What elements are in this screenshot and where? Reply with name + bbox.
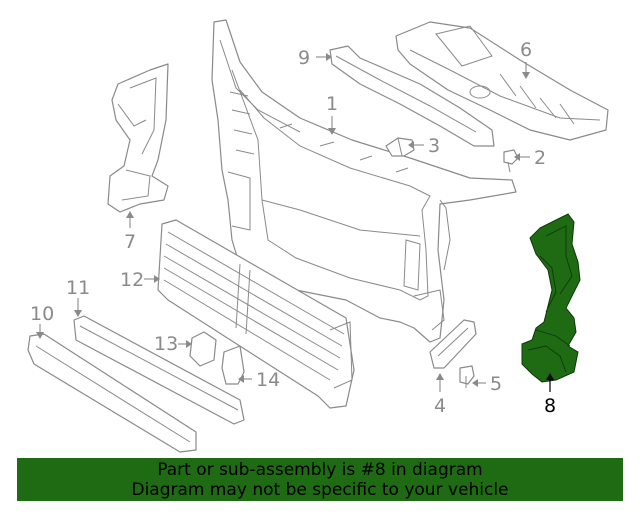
callout-14: 14 — [238, 369, 280, 391]
part-6-upper-cover — [395, 21, 609, 141]
part-2-bolt — [503, 149, 519, 173]
svg-text:6: 6 — [520, 39, 532, 61]
svg-text:8: 8 — [544, 395, 556, 417]
callout-13: 13 — [154, 333, 192, 355]
part-3-clip — [385, 137, 415, 157]
part-11-trim-strip — [73, 315, 245, 425]
part-1-radiator-support — [211, 19, 517, 343]
svg-text:5: 5 — [490, 373, 502, 395]
part-4-side-bracket — [429, 319, 477, 369]
banner-line-1: Part or sub-assembly is #8 in diagram — [157, 460, 483, 480]
part-10-lower-beam — [27, 333, 197, 453]
callout-6: 6 — [520, 39, 532, 79]
callout-3: 3 — [408, 135, 440, 157]
banner-line-2: Diagram may not be specific to your vehi… — [131, 480, 509, 500]
svg-text:3: 3 — [428, 135, 440, 157]
callout-12: 12 — [120, 269, 160, 291]
svg-text:7: 7 — [124, 231, 136, 253]
svg-text:11: 11 — [66, 277, 90, 299]
part-9-upper-bracket — [329, 45, 495, 147]
callout-7: 7 — [124, 211, 136, 253]
svg-text:10: 10 — [30, 303, 54, 325]
info-banner: Part or sub-assembly is #8 in diagram Di… — [17, 458, 623, 501]
callout-11: 11 — [66, 277, 90, 317]
svg-text:9: 9 — [298, 47, 310, 69]
part-7-air-duct — [107, 63, 169, 213]
part-14-bracket — [221, 345, 245, 385]
callout-8: 8 — [544, 373, 556, 417]
callout-9: 9 — [298, 47, 332, 69]
callout-4: 4 — [434, 373, 446, 417]
exploded-view: 1 2 3 4 5 6 7 8 9 10 — [27, 19, 609, 453]
svg-text:2: 2 — [534, 147, 546, 169]
part-13-bracket — [189, 331, 217, 367]
svg-text:13: 13 — [154, 333, 178, 355]
callout-1: 1 — [326, 93, 338, 135]
part-12-grille-shutter — [157, 219, 355, 409]
callout-5: 5 — [472, 373, 502, 395]
svg-text:12: 12 — [120, 269, 144, 291]
svg-text:4: 4 — [434, 395, 446, 417]
svg-text:1: 1 — [326, 93, 338, 115]
svg-text:14: 14 — [256, 369, 280, 391]
part-8-air-guide-highlighted — [521, 213, 581, 383]
part-5-bolt — [459, 365, 475, 388]
callout-10: 10 — [30, 303, 54, 339]
callout-2: 2 — [514, 147, 546, 169]
